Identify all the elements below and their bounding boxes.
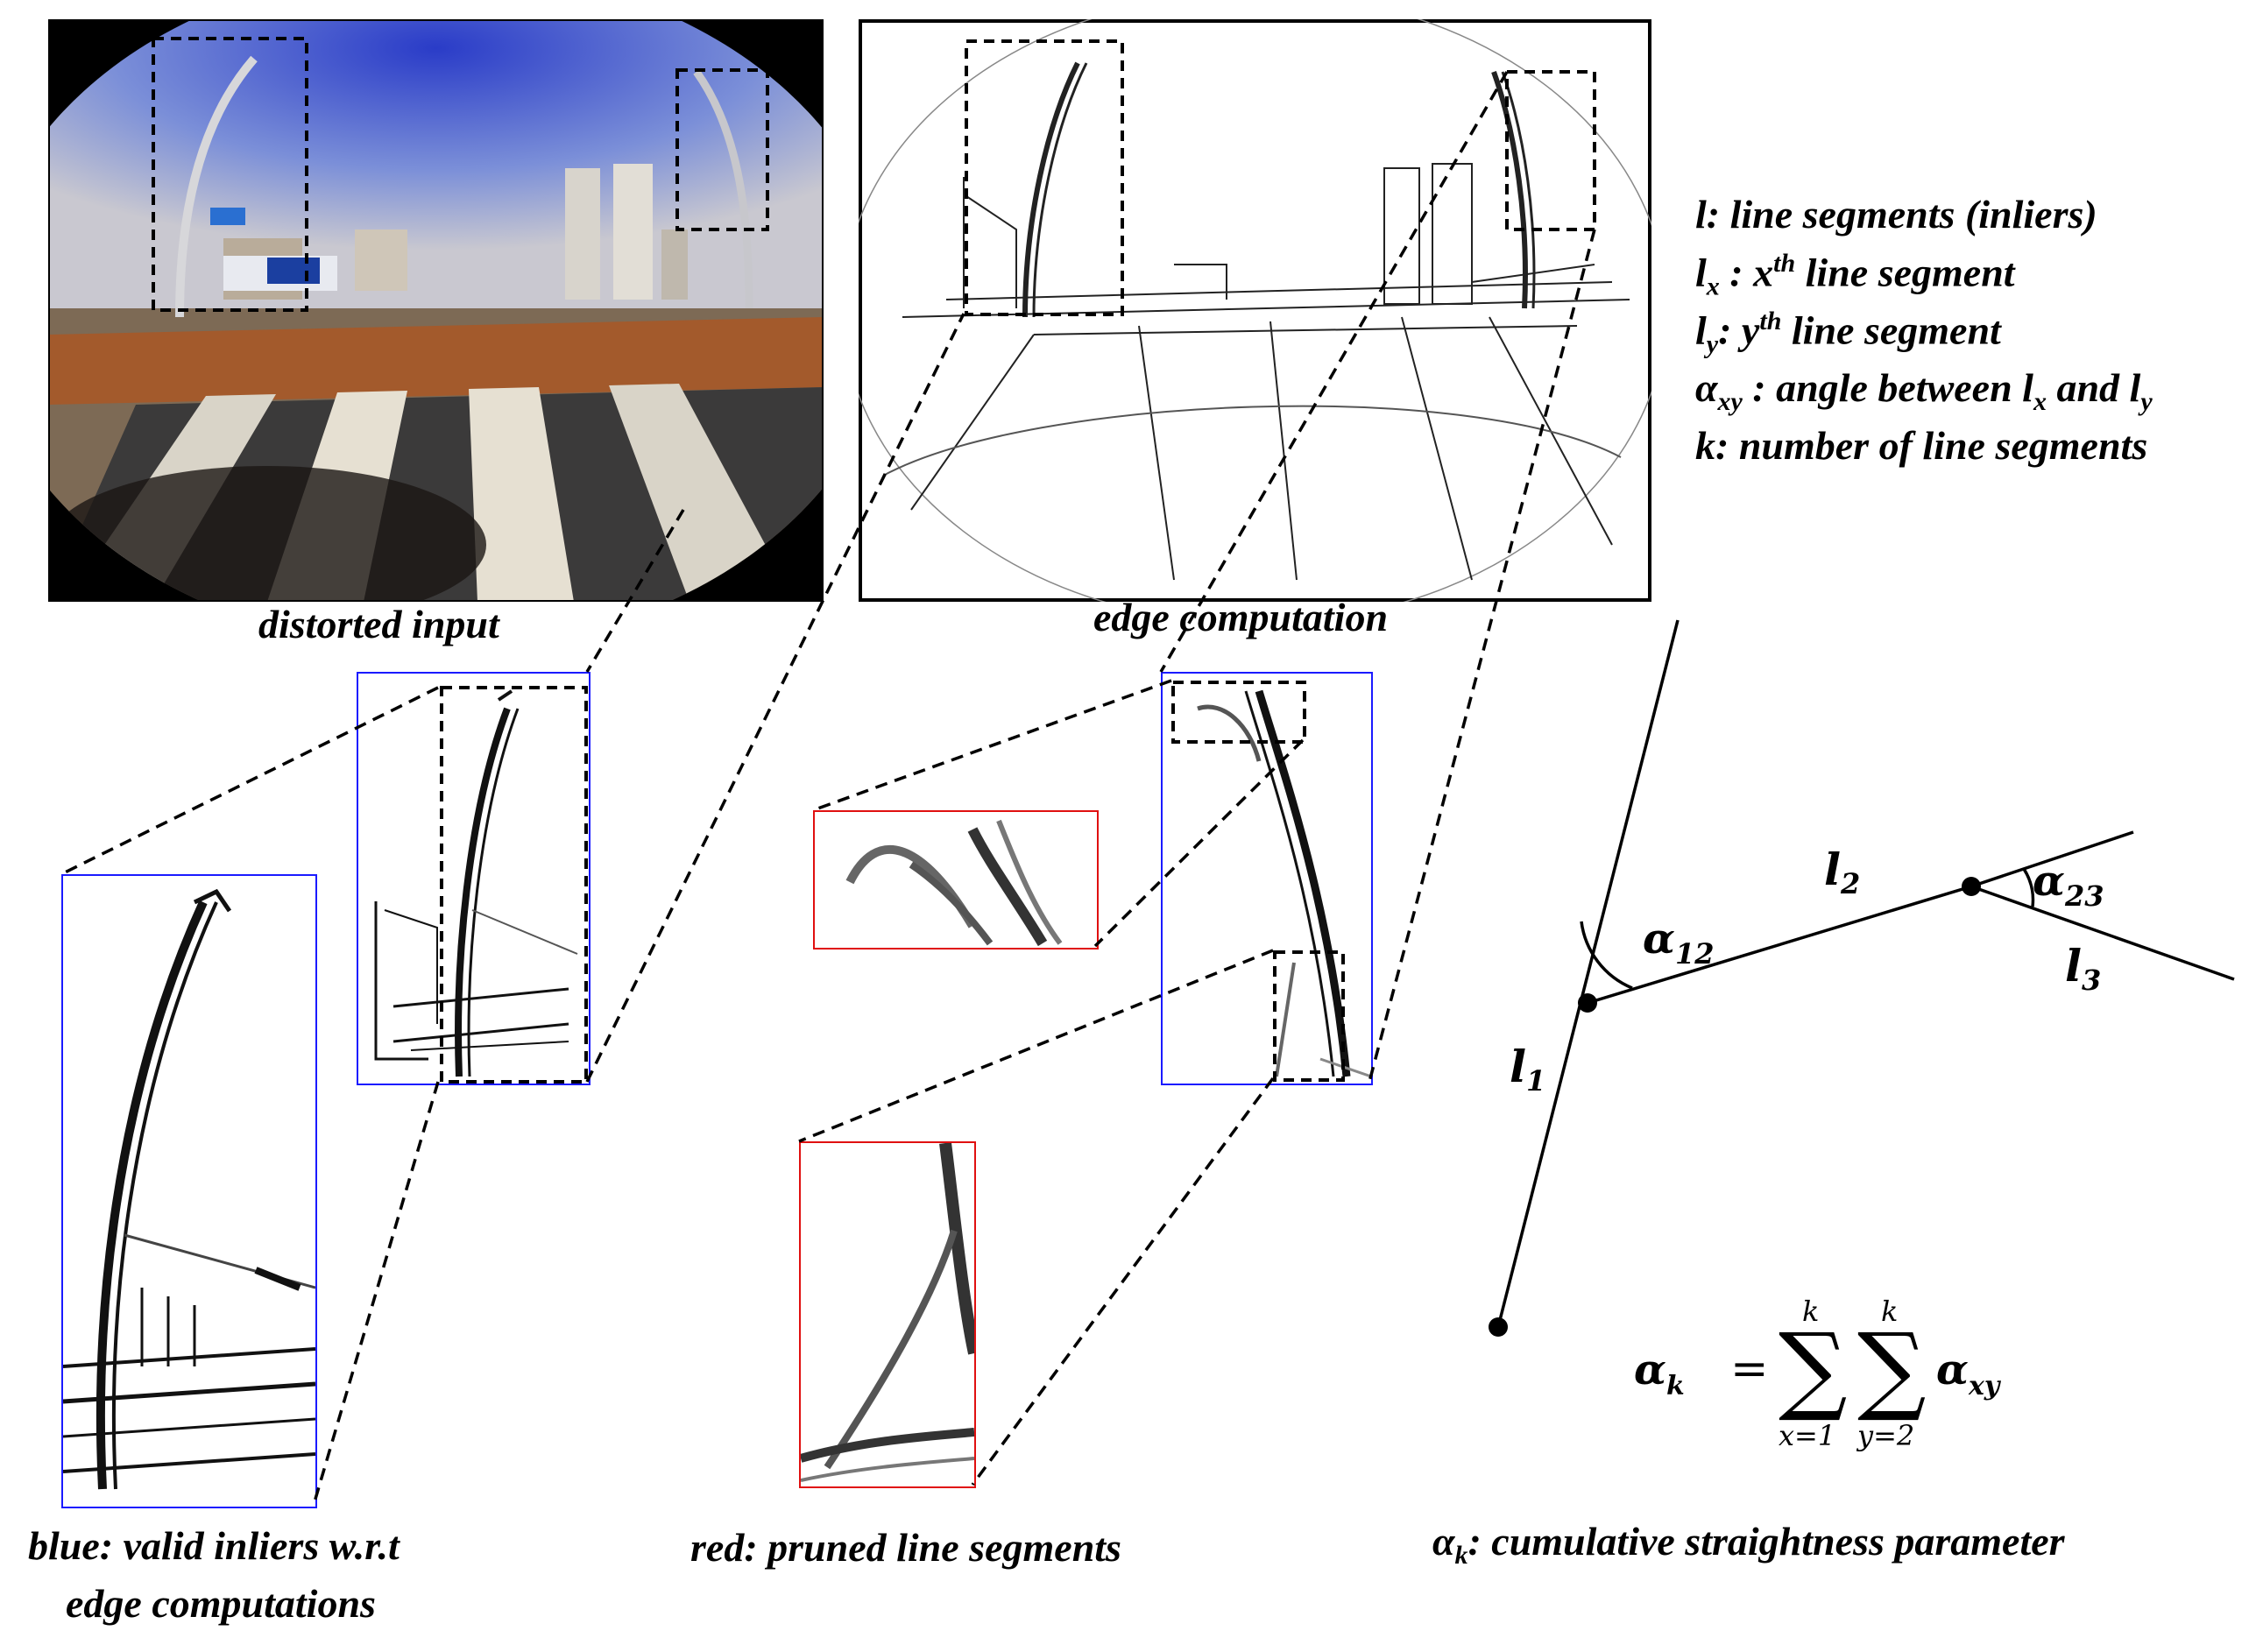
legend-ly: ly: yth line segment bbox=[1695, 307, 2001, 360]
red-crop-top-drawing bbox=[845, 819, 1063, 947]
legend-axy-symbol: α bbox=[1695, 365, 1718, 410]
segment-l2 bbox=[1587, 885, 1972, 1005]
formula-sum1-bottom: x=1 bbox=[1779, 1419, 1835, 1452]
legend-ly-text1: : y bbox=[1718, 307, 1760, 353]
legend-l-symbol: l bbox=[1695, 192, 1707, 237]
label-l3: l3 bbox=[2065, 940, 2101, 997]
formula-sum2-bottom: y=2 bbox=[1856, 1419, 1914, 1452]
legend-axy-sub3: y bbox=[2140, 387, 2153, 417]
formula-sum2: ∑ bbox=[1857, 1312, 1927, 1424]
label-a23: α23 bbox=[2033, 857, 2104, 913]
blue-crop-left-large-drawing bbox=[63, 888, 315, 1490]
blue-crop-right-drawing bbox=[1171, 681, 1371, 1082]
legend-l-text: : line segments (inliers) bbox=[1706, 192, 2097, 237]
legend-lx: lx : xth line segment bbox=[1695, 249, 2015, 302]
red-crop-bottom bbox=[799, 1141, 976, 1488]
blue-crop-left-large bbox=[61, 874, 317, 1508]
edge-computation-image bbox=[859, 19, 1651, 602]
blue-crop-left-small-drawing bbox=[374, 686, 588, 1084]
red-crop-bottom-drawing bbox=[801, 1143, 974, 1482]
joint-2 bbox=[1962, 877, 1981, 896]
angle-arc-12 bbox=[1580, 921, 1633, 990]
formula-lhs: αk bbox=[1634, 1345, 1685, 1401]
legend-ly-text2: line segment bbox=[1781, 307, 2001, 353]
formula-equals: = bbox=[1730, 1343, 1769, 1395]
cumulative-caption: αk: cumulative straightness parameter bbox=[1432, 1519, 2065, 1571]
formula-sum1: ∑ bbox=[1779, 1312, 1848, 1424]
legend-lx-symbol: l bbox=[1695, 250, 1707, 295]
formula-sum1-top: k bbox=[1802, 1295, 1819, 1328]
cumulative-text: : cumulative straightness parameter bbox=[1467, 1519, 2065, 1564]
cumulative-sub: k bbox=[1454, 1541, 1468, 1571]
legend-l: l: line segments (inliers) bbox=[1695, 191, 2097, 237]
endpoint-1 bbox=[1489, 1317, 1508, 1337]
line-segment-diagram: l1 l2 l3 α12 α23 bbox=[1489, 619, 2235, 1337]
edge-computation-drawing bbox=[859, 19, 1651, 602]
legend-axy-sub2: x bbox=[2033, 387, 2047, 417]
straightness-formula: αk = ∑ k x=1 ∑ k y=2 αxy bbox=[1634, 1295, 2002, 1452]
legend-k: k: number of line segments bbox=[1695, 423, 2148, 468]
legend-ly-sup: th bbox=[1759, 307, 1782, 335]
edge-computation-caption: edge computation bbox=[1093, 595, 1389, 639]
legend-lx-text1: : x bbox=[1719, 250, 1774, 295]
segment-l1 bbox=[1496, 619, 1680, 1328]
legend-axy-sub: xy bbox=[1717, 387, 1743, 417]
red-crop-top bbox=[813, 810, 1099, 950]
blue-legend-caption-line2: edge computations bbox=[66, 1581, 376, 1626]
distorted-input-caption: distorted input bbox=[258, 602, 499, 646]
blue-crop-left-small bbox=[357, 672, 591, 1085]
blue-crop-right bbox=[1161, 672, 1373, 1085]
angle-arc-23 bbox=[2022, 868, 2035, 907]
joint-1 bbox=[1578, 993, 1597, 1013]
cumulative-symbol: α bbox=[1432, 1519, 1455, 1564]
segment-l3 bbox=[1970, 885, 2235, 981]
distorted-input-drawing bbox=[48, 19, 824, 602]
label-l2: l2 bbox=[1824, 844, 1860, 900]
legend-axy-text1: : angle between l bbox=[1742, 365, 2033, 410]
legend-ly-sub: y bbox=[1706, 329, 1719, 359]
label-a12: α12 bbox=[1643, 914, 1714, 971]
legend-axy: αxy : angle between lx and ly bbox=[1695, 364, 2153, 417]
legend-axy-text2: and l bbox=[2046, 365, 2141, 410]
legend-lx-text2: line segment bbox=[1795, 250, 2015, 295]
formula-term: αxy bbox=[1936, 1345, 2002, 1401]
segment-extension bbox=[1970, 830, 2134, 888]
label-l1: l1 bbox=[1510, 1041, 1545, 1098]
legend-lx-sup: th bbox=[1773, 249, 1796, 278]
legend-ly-symbol: l bbox=[1695, 307, 1707, 353]
red-legend-caption: red: pruned line segments bbox=[690, 1525, 1121, 1570]
formula-sum2-top: k bbox=[1881, 1295, 1898, 1328]
distorted-input-image bbox=[48, 19, 824, 602]
legend-lx-sub: x bbox=[1706, 272, 1720, 301]
blue-legend-caption-line1: blue: valid inliers w.r.t bbox=[28, 1523, 400, 1568]
